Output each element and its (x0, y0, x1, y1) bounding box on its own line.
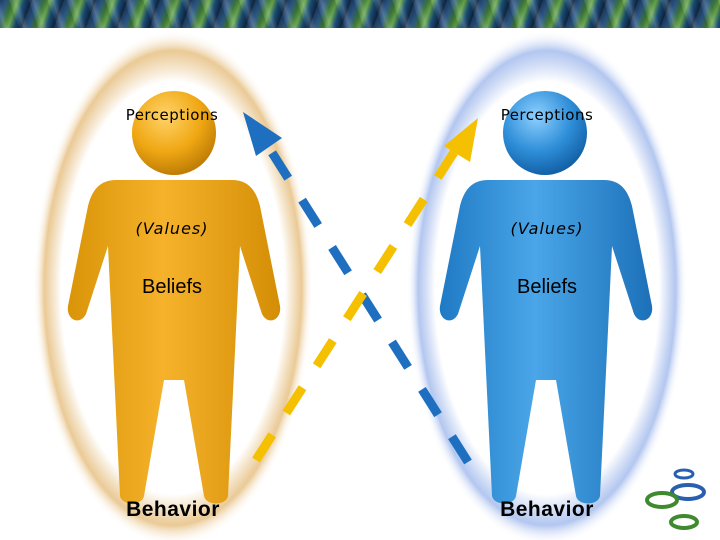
right-behavior-label: Behavior (500, 498, 594, 521)
left-behavior-label: Behavior (126, 498, 220, 521)
left-head (132, 91, 216, 175)
right-beliefs-label: Beliefs (516, 276, 578, 298)
right-head (503, 91, 587, 175)
right-body (439, 180, 653, 504)
left-person-figure (67, 91, 281, 504)
blue-dashed-arrow (243, 112, 472, 465)
rings-logo (645, 468, 706, 530)
left-body (67, 180, 281, 504)
blue-arrowhead (243, 112, 282, 156)
right-values-label: (Values) (510, 219, 584, 238)
yellow-arrowhead (444, 118, 478, 162)
right-perceptions-label: Perceptions (500, 106, 594, 124)
left-perceptions-label: Perceptions (125, 106, 219, 124)
yellow-dashed-arrow (252, 118, 478, 463)
left-values-label: (Values) (135, 219, 209, 238)
left-beliefs-label: Beliefs (141, 276, 203, 298)
right-person-figure (439, 91, 653, 504)
woven-banner (0, 0, 720, 28)
